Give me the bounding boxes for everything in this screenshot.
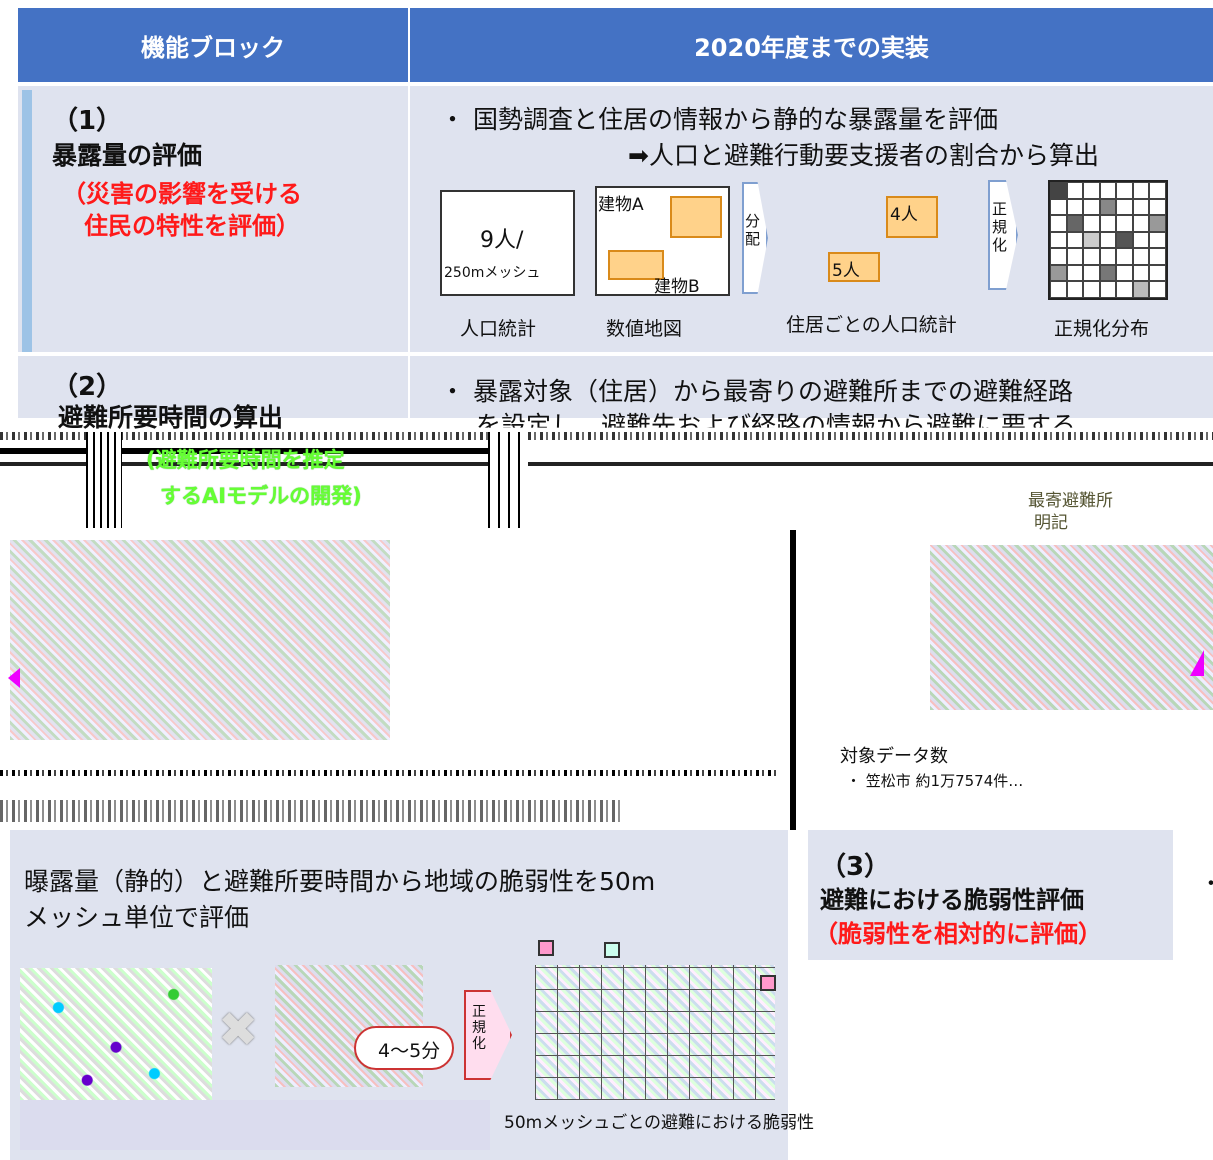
mesh-cell-icon: [538, 940, 554, 956]
travel-time-bubble-text: 4～5分: [378, 1040, 441, 1062]
glitch-verticals-2: [488, 432, 528, 528]
row2-bullet-1: ・ 暴露対象（住居）から最寄りの避難所までの避難経路: [440, 377, 1073, 406]
count-5-box: [828, 252, 880, 282]
building-a-shape: [670, 196, 722, 238]
normalize-arrow-text: 正規化: [992, 200, 1008, 254]
row3-desc-2: メッシュ単位で評価: [24, 903, 250, 932]
map-label-1: 最寄避難所: [1028, 491, 1113, 511]
building-b-shape: [608, 250, 664, 280]
row3-number: （3）: [820, 852, 891, 882]
row1-bullet-1: ・ 国勢調査と住居の情報から静的な暴露量を評価: [440, 105, 998, 134]
mesh-cell-icon-2: [604, 942, 620, 958]
normalized-grid: [1048, 180, 1168, 300]
row3-title: 避難における脆弱性評価: [820, 886, 1084, 914]
exposure-dot-map: [20, 968, 212, 1100]
header-implementation: 2020年度までの実装: [410, 8, 1213, 82]
row2-right-cell: [410, 356, 1213, 418]
count-4-label: 4人: [890, 205, 918, 225]
row2-left-cell: [18, 356, 408, 418]
mesh-cell-icon-3: [760, 975, 776, 991]
population-stat-box: [440, 190, 575, 296]
row3-subtitle: （脆弱性を相対的に評価）: [814, 920, 1102, 948]
per-residence-label: 住居ごとの人口統計: [786, 314, 957, 336]
row3-caption: 50mメッシュごとの避難における脆弱性: [504, 1113, 815, 1133]
row1-left-cell: [18, 86, 408, 352]
target-count-label: 対象データ数: [840, 746, 948, 767]
population-stat-value: 9人/: [480, 228, 524, 253]
route-map: [930, 545, 1213, 710]
glitch-band-3: [0, 462, 1213, 466]
count-5-label: 5人: [832, 261, 860, 281]
row2-number: （2）: [52, 372, 123, 402]
row1-subtitle-2: 住民の特性を評価）: [84, 212, 300, 240]
row2-green-1: (避難所要時間を推定: [146, 448, 345, 472]
map-label-2: 明記: [1034, 513, 1068, 533]
building-b-label: 建物B: [654, 277, 700, 297]
row2-bullet-2: を設定し、避難先および経路の情報から避難に要する: [476, 411, 1077, 440]
left-map-marker-icon: [8, 668, 20, 688]
row1-accent-bar: [22, 90, 32, 352]
numeric-map-label: 数値地図: [606, 318, 683, 340]
left-map-fragment: [10, 540, 390, 740]
glitch-band-1: [0, 432, 1213, 440]
travel-time-bubble: [354, 1026, 454, 1070]
row1-subtitle-1: （災害の影響を受ける: [62, 180, 302, 208]
count-4-box: [886, 196, 938, 238]
row3-right-bullet: ・: [1200, 866, 1213, 898]
row1-title: 暴露量の評価: [52, 141, 203, 170]
glitch-band-2: [0, 448, 500, 454]
row1-number: （1）: [52, 106, 123, 136]
row2-green-2: するAIモデルの開発): [160, 484, 362, 508]
bottom-faint-band: [20, 1100, 490, 1150]
glitch-verticals: [86, 432, 122, 528]
row2-title: 避難所要時間の算出: [58, 403, 284, 432]
header-functional-block: 機能ブロック: [18, 8, 408, 82]
vulnerability-mesh: [535, 965, 775, 1100]
glitch-band-4: [0, 770, 780, 776]
row1-bullet-2: ➡人口と避難行動要支援者の割合から算出: [628, 141, 1099, 170]
distribute-arrow-text: 分配: [745, 212, 761, 248]
map-marker-icon: [1190, 650, 1204, 676]
row3-left-cell: [808, 830, 1173, 960]
building-a-label: 建物A: [598, 195, 644, 215]
normalized-grid-label: 正規化分布: [1054, 318, 1150, 340]
row3-desc-1: 曝露量（静的）と避難所要時間から地域の脆弱性を50m: [24, 867, 656, 896]
population-stat-label: 人口統計: [460, 318, 537, 340]
row3-normalize-arrow-text: 正規化: [472, 1004, 486, 1052]
target-count-value: ・ 笠松市 約1万7574件…: [846, 772, 1024, 790]
times-symbol: ✖: [218, 1002, 259, 1058]
population-stat-unit: 250mメッシュ: [444, 265, 541, 281]
glitch-band-5: [0, 800, 620, 822]
